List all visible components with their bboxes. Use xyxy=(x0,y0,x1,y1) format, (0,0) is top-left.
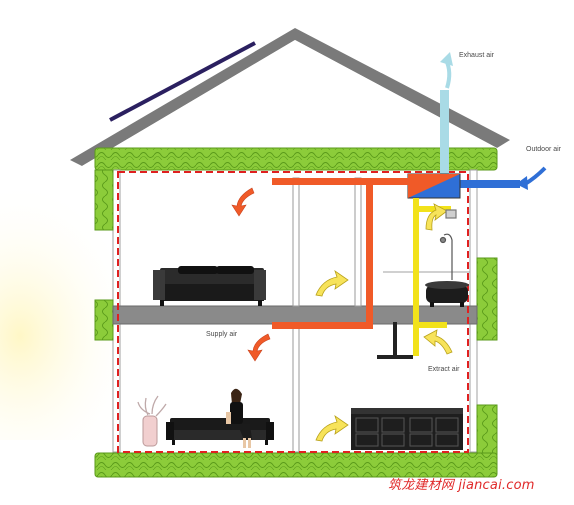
heat-recovery-unit-icon xyxy=(407,173,461,199)
left-insulation-top xyxy=(94,169,114,231)
supply-arrow-upper xyxy=(231,187,255,217)
solar-panel-icon xyxy=(109,41,256,122)
right-insulation-top xyxy=(476,257,498,341)
supply-air-label: Supply air xyxy=(206,331,238,338)
watermark: 筑龙建材网 jiancai.com xyxy=(388,478,535,493)
supply-arrow-lower xyxy=(247,333,271,362)
flow-arrow-lower xyxy=(315,414,349,442)
partition-upper-2 xyxy=(354,177,362,307)
flow-arrow-upper xyxy=(315,269,349,297)
plant-icon xyxy=(137,395,167,447)
airtight-layer xyxy=(117,171,469,453)
exhaust-duct xyxy=(440,90,449,176)
roof xyxy=(70,28,510,170)
outdoor-air-duct xyxy=(460,180,520,188)
right-insulation-bottom xyxy=(476,404,498,456)
cooker-hood-icon xyxy=(377,322,413,359)
extract-arrow-floor xyxy=(423,329,453,355)
roof-insulation xyxy=(94,147,498,171)
outdoor-air-label: Outdoor air xyxy=(526,146,562,153)
kitchen-cabinet-icon xyxy=(351,408,463,450)
exhaust-air-label: Exhaust air xyxy=(459,52,495,59)
upper-floor-slab xyxy=(112,305,478,325)
bed-icon xyxy=(153,266,266,306)
shower-icon xyxy=(439,209,457,280)
left-insulation-mid xyxy=(94,299,114,341)
bathtub-icon xyxy=(425,281,469,307)
extract-arrow-bath xyxy=(425,203,448,231)
sofa-icon xyxy=(166,418,274,445)
person-icon xyxy=(226,388,252,448)
extract-air-label: Extract air xyxy=(428,366,460,373)
supply-duct xyxy=(272,178,408,329)
partition-lower xyxy=(292,323,300,453)
ground-insulation xyxy=(94,452,498,478)
partition-upper-1 xyxy=(292,177,300,307)
outdoor-air-arrow xyxy=(523,166,547,186)
extract-duct xyxy=(413,198,451,356)
